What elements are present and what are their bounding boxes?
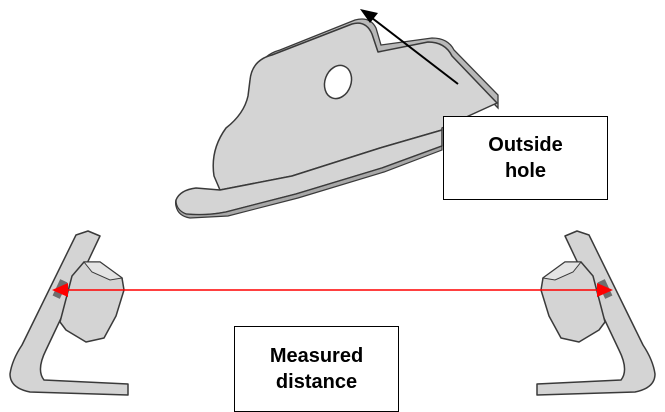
bracket-hole bbox=[323, 64, 353, 100]
measure-arrow-head-right bbox=[597, 283, 613, 297]
pointer-arrow-line bbox=[371, 17, 459, 85]
double-arrow-icon bbox=[52, 283, 613, 297]
measure-arrow-head-left bbox=[52, 283, 68, 297]
outside-hole-label-line2: hole bbox=[504, 160, 547, 182]
bracket-foot-edge bbox=[175, 145, 443, 219]
arrow-up-left-icon bbox=[360, 9, 459, 85]
outside-hole-callout: Outside hole bbox=[443, 116, 608, 200]
pointer-arrow-head bbox=[360, 9, 378, 23]
bracket-plate bbox=[212, 22, 498, 191]
measured-distance-callout: Measured distance bbox=[234, 326, 399, 412]
left-bracket-section bbox=[9, 230, 129, 396]
left-bracket-profile bbox=[9, 230, 129, 396]
right-bracket-section bbox=[536, 230, 656, 396]
bracket-3d-icon bbox=[174, 18, 499, 219]
measured-distance-label-line1: Measured bbox=[269, 345, 364, 367]
measured-distance-label-line2: distance bbox=[275, 371, 358, 393]
right-bracket-profile bbox=[536, 230, 656, 396]
outside-hole-label-line1: Outside bbox=[488, 134, 563, 156]
right-nut-face bbox=[541, 261, 583, 281]
left-nut-face bbox=[82, 261, 124, 281]
